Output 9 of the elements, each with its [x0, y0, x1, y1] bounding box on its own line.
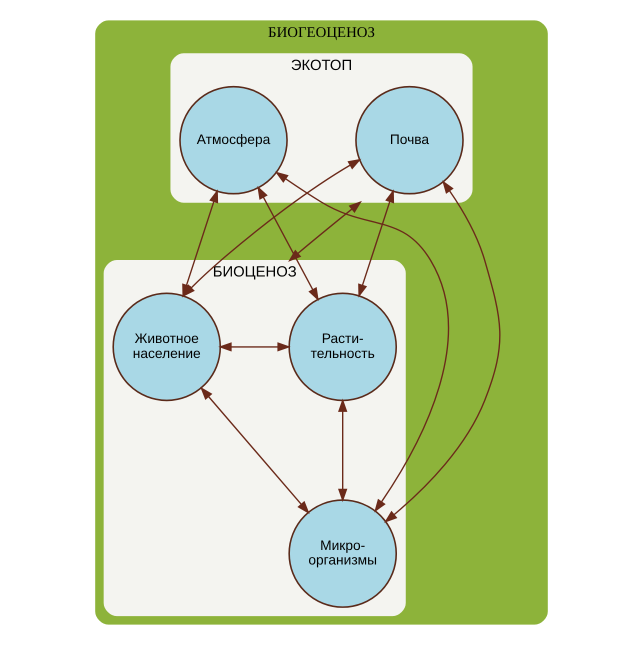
node-circle: Расти- тельность — [288, 292, 398, 402]
arrow — [358, 189, 394, 298]
arrow — [200, 386, 310, 514]
arrow — [288, 200, 362, 262]
arrow — [384, 180, 500, 523]
arrow — [218, 342, 291, 352]
arrow — [257, 186, 319, 302]
arrow — [338, 398, 348, 502]
arrow — [275, 171, 450, 512]
